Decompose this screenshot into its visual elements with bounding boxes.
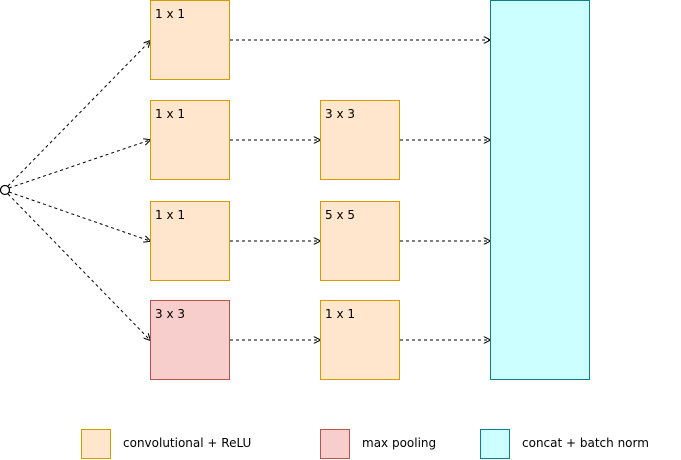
block-3x3-branch2: 3 x 3 [320, 100, 400, 180]
block-label: 3 x 3 [155, 307, 185, 321]
block-5x5-branch3: 5 x 5 [320, 201, 400, 281]
legend-swatch-pool [320, 429, 350, 459]
legend-swatch-concat [480, 429, 510, 459]
block-label: 1 x 1 [155, 7, 185, 21]
block-3x3-maxpool-branch4: 3 x 3 [150, 300, 230, 380]
block-label: 3 x 3 [325, 107, 355, 121]
block-1x1-branch4: 1 x 1 [320, 300, 400, 380]
legend-swatch-conv [81, 429, 111, 459]
edge-input-b6 [7, 193, 150, 340]
block-label: 1 x 1 [325, 307, 355, 321]
block-1x1-branch2: 1 x 1 [150, 100, 230, 180]
block-1x1-branch1: 1 x 1 [150, 0, 230, 80]
edge-input-b4 [8, 191, 150, 241]
legend-label-pool: max pooling [362, 436, 437, 450]
input-node [0, 184, 11, 196]
edge-input-b2 [8, 140, 150, 189]
block-label: 5 x 5 [325, 208, 355, 222]
block-1x1-branch3: 1 x 1 [150, 201, 230, 281]
legend-label-concat: concat + batch norm [522, 436, 649, 450]
edge-input-b1 [7, 41, 150, 187]
concat-block [490, 0, 590, 380]
block-label: 1 x 1 [155, 107, 185, 121]
legend-label-conv: convolutional + ReLU [123, 436, 252, 450]
block-label: 1 x 1 [155, 208, 185, 222]
